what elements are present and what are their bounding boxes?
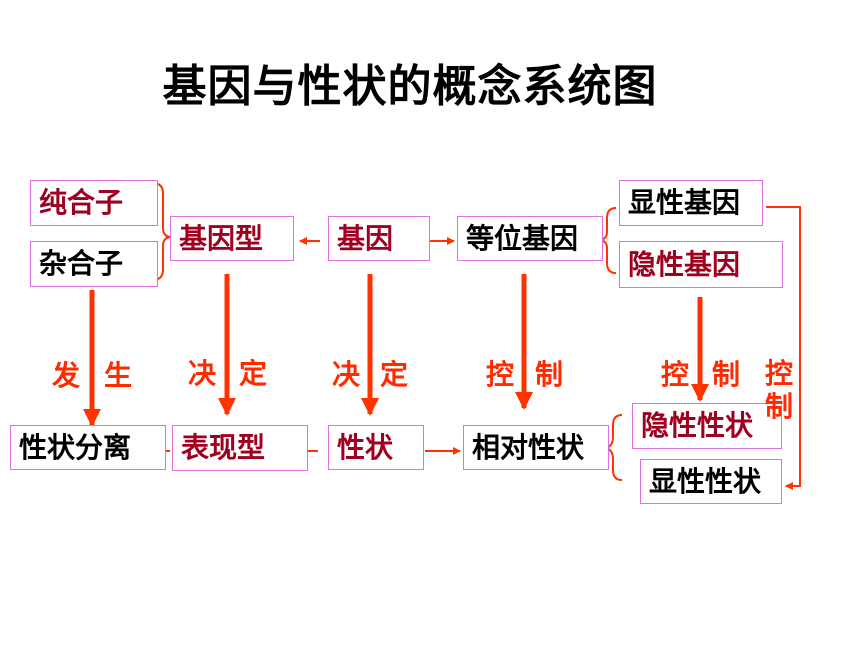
node-dominant-trait: 显性性状 xyxy=(640,459,782,504)
label-determine-2a: 决 xyxy=(332,358,361,391)
node-trait: 性状 xyxy=(328,425,424,470)
label-control-1a: 控 xyxy=(486,358,515,391)
label-control-3b: 制 xyxy=(765,390,794,423)
label-occur-2: 生 xyxy=(104,359,133,392)
node-homozygote: 纯合子 xyxy=(30,180,158,226)
label-determine-2b: 定 xyxy=(380,358,409,391)
label-occur-1: 发 xyxy=(52,359,81,392)
label-control-2a: 控 xyxy=(661,358,690,391)
label-control-1b: 制 xyxy=(535,358,564,391)
label-control-2b: 制 xyxy=(712,358,741,391)
node-relative-trait: 相对性状 xyxy=(463,425,609,470)
arrow-control-3 xyxy=(766,206,801,490)
node-segregation: 性状分离 xyxy=(10,425,166,470)
label-control-3a: 控 xyxy=(765,357,794,390)
node-allele: 等位基因 xyxy=(457,216,603,261)
label-determine-1a: 决 xyxy=(188,357,217,390)
page-title: 基因与性状的概念系统图 xyxy=(162,61,658,112)
node-recessive-trait: 隐性性状 xyxy=(632,403,782,449)
node-dominant-gene: 显性基因 xyxy=(619,180,763,226)
node-gene: 基因 xyxy=(328,216,430,261)
node-heterozygote: 杂合子 xyxy=(30,241,158,287)
node-recessive-gene: 隐性基因 xyxy=(619,241,783,288)
node-genotype: 基因型 xyxy=(170,216,294,261)
label-determine-1b: 定 xyxy=(239,357,268,390)
node-phenotype: 表现型 xyxy=(172,425,308,471)
